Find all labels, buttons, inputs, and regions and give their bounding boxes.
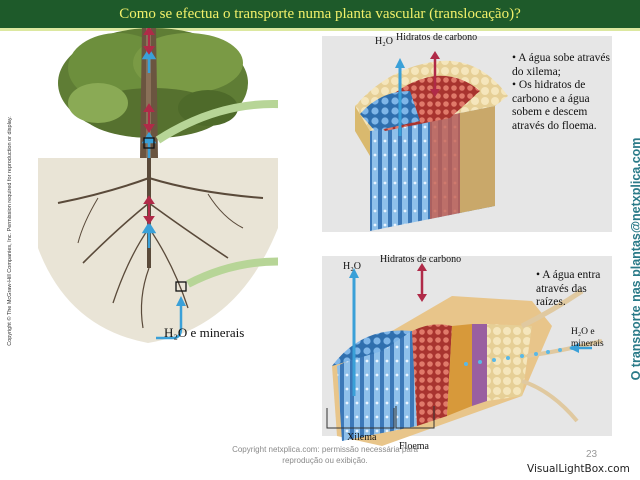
root-carbs-label: Hidratos de carbono xyxy=(380,254,462,265)
root-uptake-label: H₂O e minerais xyxy=(164,325,245,340)
stem-bullets: • A água sobe através do xilema; • Os hi… xyxy=(512,52,610,133)
root-cross-section xyxy=(326,263,603,446)
floema-label: Floema xyxy=(399,441,429,452)
title-bar: Como se efectua o transporte numa planta… xyxy=(0,0,640,31)
page-number: 23 xyxy=(586,449,598,460)
copyright-side-text: Copyright © The McGraw-Hill Companies, I… xyxy=(7,116,13,346)
root-callout-arrow xyxy=(186,257,278,288)
stem-bullet-phloem: • Os hidratos de carbono e a água sobem … xyxy=(512,79,597,132)
stem-zoom-box xyxy=(143,137,155,149)
watermark: VisualLightBox.com xyxy=(527,463,630,475)
stem-bullet-xylem: • A água sobe através do xilema; xyxy=(512,52,610,78)
roots xyxy=(57,158,264,329)
root-zoom-box xyxy=(175,281,187,292)
footer-copyright: Copyright netxplica.com: permissão neces… xyxy=(232,445,418,465)
brand-side-text: O transporte nas plantas@netxplica.com xyxy=(629,137,640,381)
stem-cross-section xyxy=(355,51,508,231)
soil xyxy=(38,158,278,343)
root-h2o-label: H₂O xyxy=(343,261,361,272)
water-uptake-arrow xyxy=(156,303,183,340)
root-bullet: • A água entra através das raízes. xyxy=(536,269,601,308)
tree-illustration xyxy=(38,28,278,343)
stem-carbs-label: Hidratos de carbono xyxy=(396,32,478,43)
xilema-label: Xilema xyxy=(347,432,377,443)
stem-h2o-label: H₂O xyxy=(375,36,393,47)
page-title: Como se efectua o transporte numa planta… xyxy=(119,5,521,22)
root-h2o-minerals-label: H₂O e minerais xyxy=(571,327,604,349)
stem-callout-arrow xyxy=(155,100,278,144)
phloem-flow-arrows xyxy=(143,28,155,225)
